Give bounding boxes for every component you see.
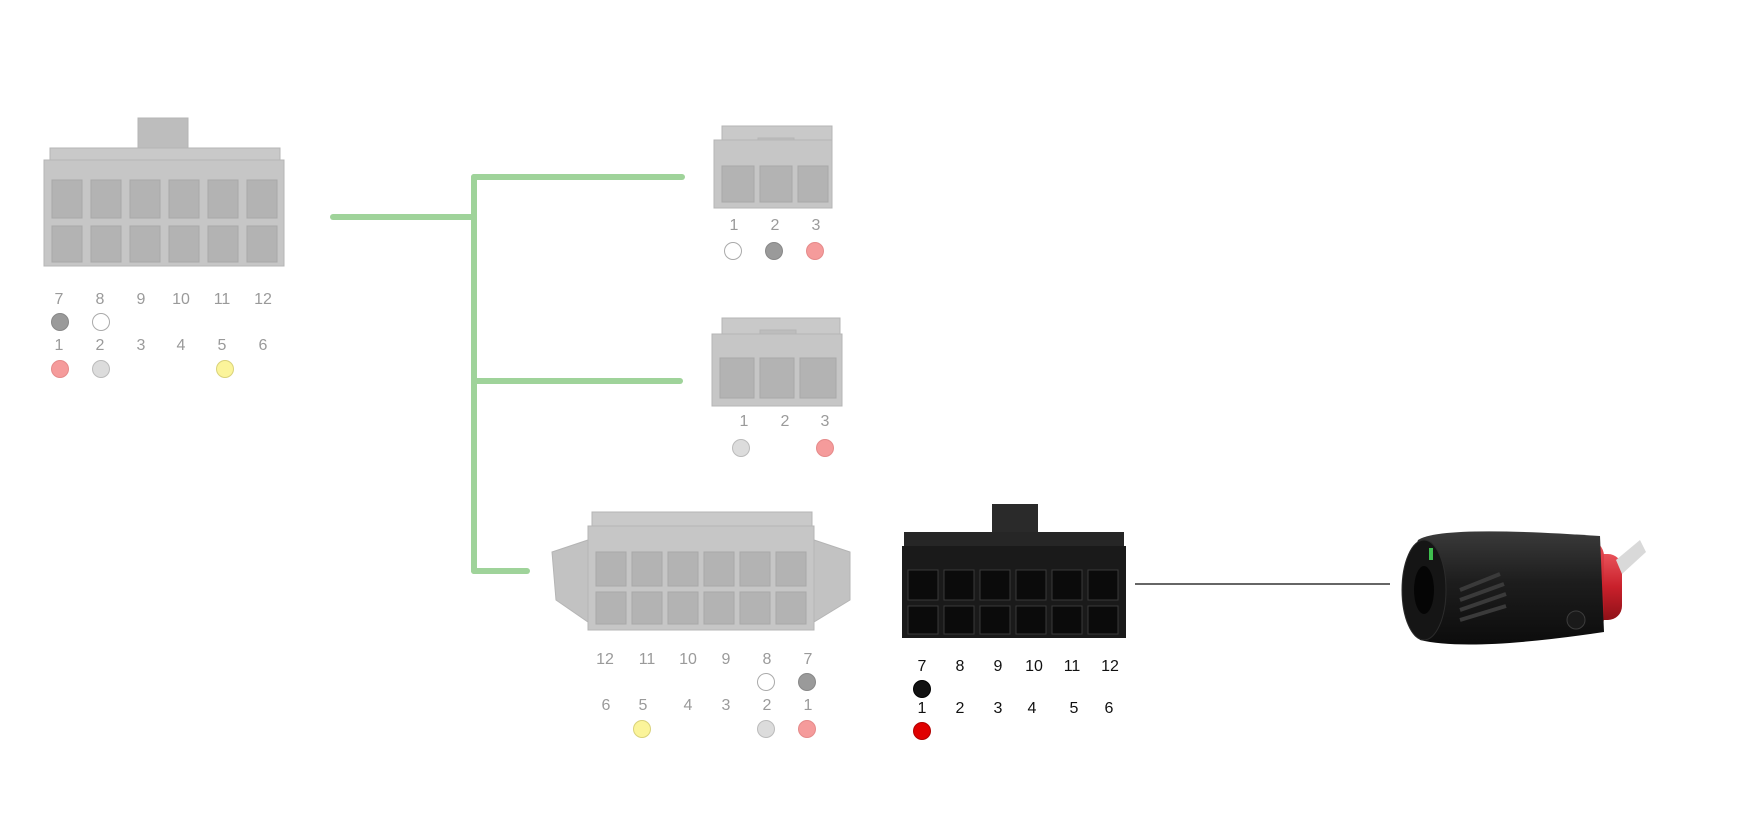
wire-dot-gray — [51, 313, 69, 331]
wire-dot-black — [913, 680, 931, 698]
pin-label: 12 — [1101, 658, 1119, 675]
cigarette-lighter-plug-icon — [1401, 531, 1646, 645]
pin-label: 1 — [729, 217, 739, 234]
harness-lines — [330, 174, 685, 574]
pin-label: 12 — [254, 291, 272, 308]
wire-dot-white — [757, 673, 775, 691]
wire-dot-pink — [51, 360, 69, 378]
left-12-pin-connector — [43, 117, 285, 267]
wire-dot-pink — [816, 439, 834, 457]
pin-label: 9 — [721, 651, 731, 668]
pin-label: 1 — [54, 337, 64, 354]
wire-dot-light-gray — [757, 720, 775, 738]
pin-label: 4 — [1027, 700, 1037, 717]
bottom-12-pin-connector — [551, 511, 851, 631]
pin-label: 8 — [955, 658, 965, 675]
pin-label: 11 — [638, 651, 656, 668]
pin-label: 2 — [95, 337, 105, 354]
wire-dot-gray — [798, 673, 816, 691]
pin-label: 4 — [176, 337, 186, 354]
wire-dot-pink — [806, 242, 824, 260]
wire-dot-white — [724, 242, 742, 260]
pin-label: 1 — [917, 700, 927, 717]
pin-label: 12 — [596, 651, 614, 668]
pin-label: 4 — [683, 697, 693, 714]
pin-label: 8 — [762, 651, 772, 668]
wire-dot-yellow — [216, 360, 234, 378]
pin-label: 3 — [721, 697, 731, 714]
wire-dot-white — [92, 313, 110, 331]
pin-label: 3 — [136, 337, 146, 354]
pin-label: 6 — [1104, 700, 1114, 717]
pin-label: 3 — [993, 700, 1003, 717]
pin-label: 9 — [993, 658, 1003, 675]
pin-label: 5 — [1069, 700, 1079, 717]
wire-dot-light-gray — [92, 360, 110, 378]
pin-label: 5 — [638, 697, 648, 714]
pin-label: 6 — [258, 337, 268, 354]
pin-label: 2 — [780, 413, 790, 430]
pin-label: 1 — [803, 697, 813, 714]
pin-label: 10 — [679, 651, 697, 668]
wire-dot-gray — [765, 242, 783, 260]
pin-label: 1 — [739, 413, 749, 430]
pin-label: 3 — [820, 413, 830, 430]
black-12-pin-connector — [902, 504, 1126, 638]
pin-label: 2 — [762, 697, 772, 714]
wire-dot-light-gray — [732, 439, 750, 457]
pin-label: 10 — [172, 291, 190, 308]
pin-label: 8 — [95, 291, 105, 308]
pin-label: 2 — [955, 700, 965, 717]
pin-label: 5 — [217, 337, 227, 354]
pin-label: 2 — [770, 217, 780, 234]
pin-label: 3 — [811, 217, 821, 234]
wire-dot-yellow — [633, 720, 651, 738]
wire-dot-red — [913, 722, 931, 740]
wire-dot-pink — [798, 720, 816, 738]
middle-3-pin-connector — [711, 317, 843, 407]
pin-label: 7 — [54, 291, 64, 308]
pin-label: 7 — [803, 651, 813, 668]
pin-label: 6 — [601, 697, 611, 714]
pin-label: 9 — [136, 291, 146, 308]
pin-label: 11 — [1063, 658, 1081, 675]
pin-label: 11 — [213, 291, 231, 308]
pin-label: 10 — [1025, 658, 1043, 675]
top-3-pin-connector — [713, 125, 833, 209]
pin-label: 7 — [917, 658, 927, 675]
